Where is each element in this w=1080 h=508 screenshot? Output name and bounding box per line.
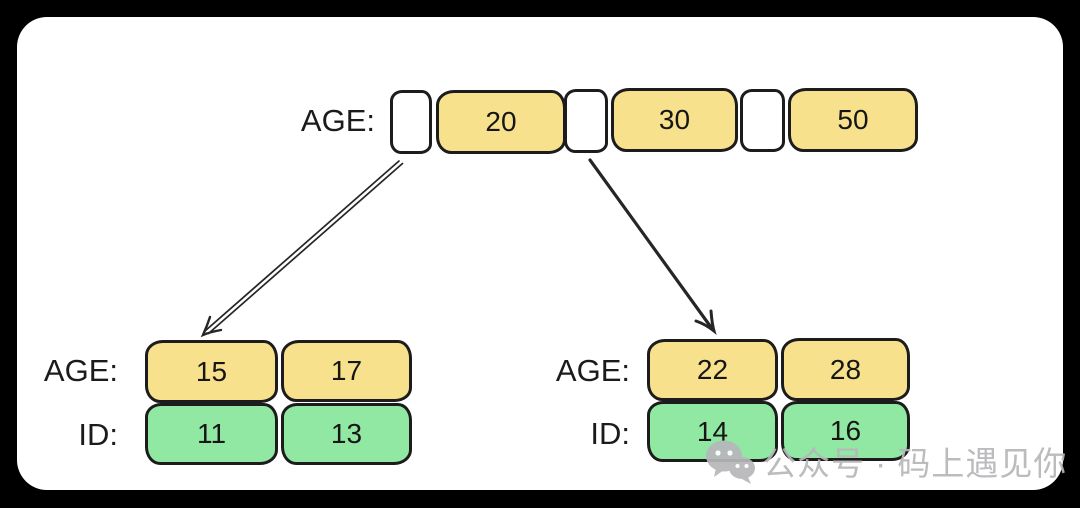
left-leaf-id-cell: 11 xyxy=(145,403,278,465)
right-leaf-age-label: AGE: xyxy=(555,353,630,388)
root-age-label: AGE: xyxy=(300,103,375,138)
root-pointer-cell xyxy=(740,89,785,152)
right-leaf-id-cell: 16 xyxy=(781,401,910,461)
root-pointer-cell xyxy=(564,89,608,153)
wechat-icon xyxy=(706,440,755,484)
left-leaf-age-cell: 15 xyxy=(145,340,278,403)
right-leaf-id-label: ID: xyxy=(590,416,630,451)
left-leaf-id-label: ID: xyxy=(78,417,118,452)
left-leaf-age-label: AGE: xyxy=(43,353,118,388)
left-leaf-id-cell: 13 xyxy=(281,403,412,465)
root-key-cell: 20 xyxy=(436,90,566,154)
root-key-cell: 30 xyxy=(611,88,738,152)
left-leaf-age-cell: 17 xyxy=(281,340,412,402)
root-key-cell: 50 xyxy=(788,88,918,152)
root-pointer-cell xyxy=(390,90,432,154)
right-leaf-age-cell: 22 xyxy=(647,339,778,401)
watermark: 公众号 · 码上遇见你 xyxy=(704,437,1067,485)
right-leaf-age-cell: 28 xyxy=(781,338,910,401)
watermark-text: 公众号 · 码上遇见你 xyxy=(763,445,1068,482)
